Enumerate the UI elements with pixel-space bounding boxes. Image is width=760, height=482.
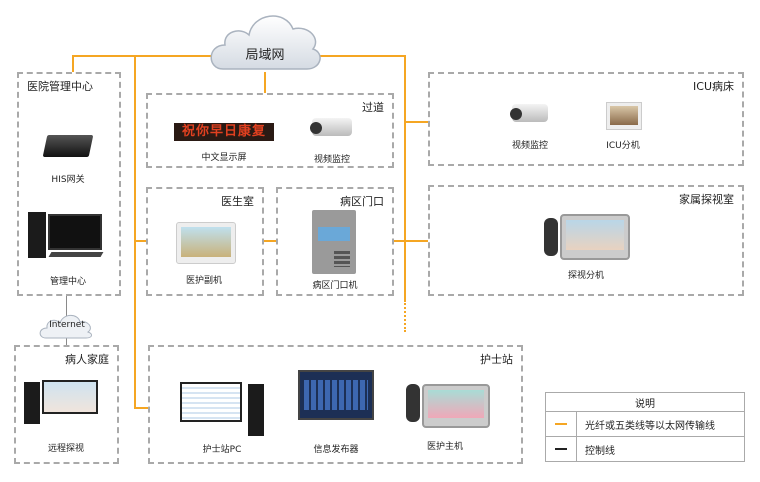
device-label: 探视分机 — [567, 271, 605, 281]
device-label: 病区门口机 — [312, 281, 358, 291]
nurse-master-icon — [422, 384, 490, 428]
camera-icon — [510, 104, 548, 122]
zone-title: 病区门口 — [340, 195, 384, 208]
handset-icon — [544, 218, 558, 256]
device-label: 中文显示屏 — [201, 153, 247, 163]
lan-line — [263, 240, 276, 242]
lan-line — [404, 55, 406, 300]
lan-line — [134, 407, 148, 409]
his-gateway-icon — [42, 135, 94, 157]
device-label: 医护主机 — [426, 442, 464, 452]
monitor-icon — [180, 382, 242, 422]
zone-title: ICU病床 — [693, 80, 734, 93]
zone-title: 病人家庭 — [65, 353, 109, 366]
lan-line — [72, 55, 212, 57]
lan-cloud-icon — [210, 15, 321, 70]
zone-doctor-room: 医生室 — [146, 187, 264, 296]
zone-patient-home: 病人家庭 — [14, 345, 119, 464]
device-label: 医护副机 — [185, 276, 223, 286]
lan-line — [72, 55, 74, 72]
zone-ward-door: 病区门口 — [276, 187, 394, 296]
device-label: 远程探视 — [47, 444, 85, 454]
internet-cloud-icon — [39, 314, 93, 339]
zone-hospital-center: 医院管理中心 — [17, 72, 121, 296]
zone-title: 过道 — [362, 101, 384, 114]
door-station-icon — [312, 210, 356, 274]
ethernet-line-swatch — [555, 423, 567, 425]
monitor-icon — [48, 214, 102, 250]
visit-unit-icon — [560, 214, 630, 260]
pc-tower-icon — [24, 382, 40, 424]
lan-line — [134, 240, 146, 242]
zone-title: 医院管理中心 — [27, 80, 93, 93]
lan-line — [393, 240, 428, 242]
led-display: 祝你早日康复 — [174, 123, 274, 141]
legend-label: 控制线 — [576, 436, 745, 462]
lan-line — [404, 300, 406, 332]
zone-nurse-station: 护士站 — [148, 345, 523, 464]
device-label: ICU分机 — [606, 141, 640, 151]
legend-table: 说明 光纤或五类线等以太网传输线 控制线 — [545, 392, 745, 462]
zone-title: 医生室 — [221, 195, 254, 208]
handset-icon — [406, 384, 420, 422]
legend-title: 说明 — [545, 392, 745, 412]
device-label: 护士站PC — [202, 445, 242, 455]
zone-title: 护士站 — [480, 353, 513, 366]
lan-line — [264, 72, 266, 93]
info-display-icon — [298, 370, 374, 420]
monitor-icon — [42, 380, 98, 414]
control-line-swatch — [555, 448, 567, 450]
zone-title: 家属探视室 — [679, 193, 734, 206]
legend-label: 光纤或五类线等以太网传输线 — [576, 411, 745, 437]
lan-line — [134, 55, 136, 409]
device-label: 信息发布器 — [313, 445, 359, 455]
nurse-subunit-icon — [176, 222, 236, 264]
zone-icu: ICU病床 — [428, 72, 744, 166]
device-label: 管理中心 — [49, 277, 87, 287]
keyboard-icon — [48, 252, 104, 257]
icu-unit-icon — [606, 102, 642, 130]
lan-label: 局域网 — [245, 48, 285, 63]
camera-icon — [310, 118, 352, 136]
lan-line — [316, 55, 406, 57]
pc-tower-icon — [28, 212, 46, 258]
device-label: 视频监控 — [511, 141, 549, 151]
zone-family-visit: 家属探视室 — [428, 185, 744, 296]
device-label: HIS网关 — [51, 175, 85, 185]
zone-corridor: 过道 — [146, 93, 394, 168]
device-label: 视频监控 — [313, 155, 351, 165]
lan-line — [404, 121, 428, 123]
pc-tower-icon — [248, 384, 264, 436]
internet-label: Internet — [49, 320, 85, 330]
